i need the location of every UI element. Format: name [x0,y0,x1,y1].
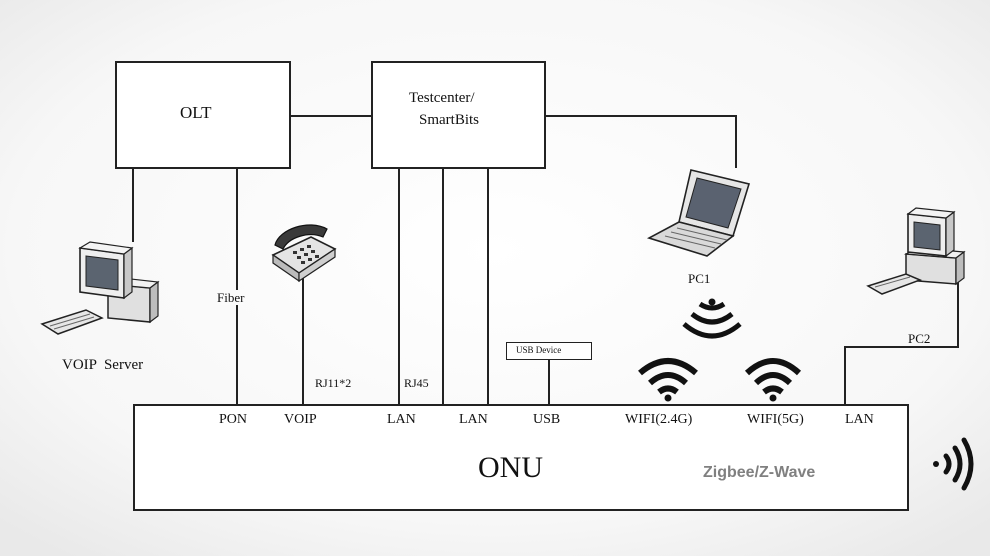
rj11-label: RJ11*2 [315,376,352,390]
olt-label: OLT [180,103,212,122]
desktop-computer-icon [40,241,160,335]
laptop-icon [646,169,751,257]
fiber-label: Fiber [217,290,245,305]
port-lan-1: LAN [387,412,416,427]
usb-device-box [506,342,592,360]
zigbee-zwave-label: Zigbee/Z-Wave [703,464,816,481]
testcenter-node [371,61,546,169]
onu-label: ONU [478,451,543,484]
onu-node [133,404,909,511]
olt-node [115,61,291,169]
port-usb: USB [533,412,561,427]
testcenter-label-line2: SmartBits [419,112,480,128]
pc2-label: PC2 [908,331,931,346]
usb-device-label: USB Device [516,345,562,355]
port-pon: PON [219,412,248,427]
telephone-icon [271,224,337,283]
voip-server-label: VOIP Server [62,357,144,373]
wifi-icon [638,358,698,402]
port-lan-3: LAN [845,412,874,427]
wireless-signal-icon [933,437,974,491]
rj45-label: RJ45 [404,376,429,390]
pc1-label: PC1 [688,271,711,286]
wifi-icon [744,358,802,402]
wifi-icon [682,298,742,339]
port-wifi-5g: WIFI(5G) [747,412,804,427]
port-lan-2: LAN [459,412,488,427]
port-wifi-24g: WIFI(2.4G) [625,412,693,427]
port-voip: VOIP [284,412,317,427]
testcenter-label-line1: Testcenter/ [409,90,475,106]
desktop-computer-icon [866,207,966,295]
